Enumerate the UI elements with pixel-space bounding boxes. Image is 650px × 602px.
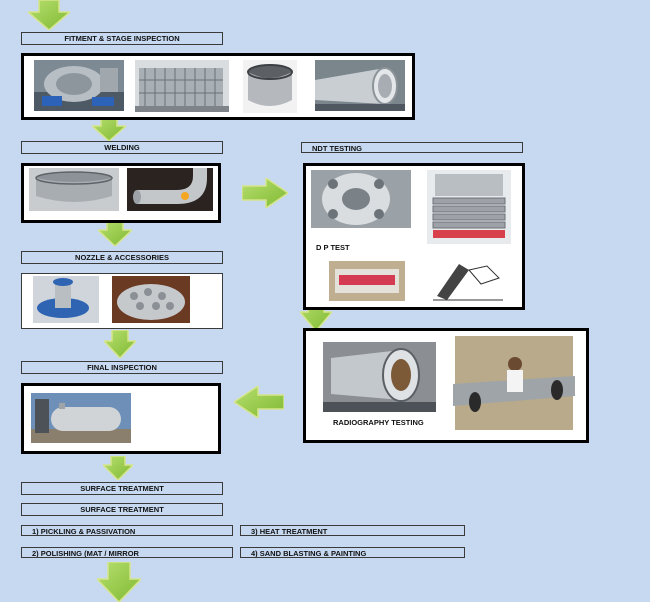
arrow-down-4 bbox=[103, 456, 133, 480]
arrow-down-3 bbox=[104, 330, 136, 358]
surface-treatment-label-2: SURFACE TREATMENT bbox=[21, 503, 223, 516]
dp-test-caption: D P TEST bbox=[316, 243, 350, 252]
final-inspection-label: FINAL INSPECTION bbox=[21, 361, 223, 374]
fitment-photo-1 bbox=[34, 60, 124, 111]
treatment-heat: 3) HEAT TREATMENT bbox=[240, 525, 465, 536]
nozzle-label: NOZZLE & ACCESSORIES bbox=[21, 251, 223, 264]
ndt-photo-bellows bbox=[427, 170, 511, 244]
radiography-caption: RADIOGRAPHY TESTING bbox=[333, 418, 424, 427]
arrow-down-bottom bbox=[97, 562, 141, 602]
fitment-photo-2 bbox=[135, 60, 229, 112]
ndt-photo-flange bbox=[311, 170, 411, 228]
welding-photo-2 bbox=[127, 168, 213, 211]
ndt-photo-diagram bbox=[429, 256, 507, 302]
radiography-photo-2 bbox=[453, 334, 575, 432]
ndt-photo-dp bbox=[329, 261, 405, 301]
nozzle-photo-2 bbox=[112, 276, 190, 323]
fitment-photo-4 bbox=[315, 60, 405, 111]
arrow-right bbox=[242, 178, 288, 208]
nozzle-photo-1 bbox=[33, 276, 99, 323]
arrow-left bbox=[234, 386, 284, 418]
ndt-label: NDT TESTING bbox=[301, 142, 523, 153]
surface-treatment-label-1: SURFACE TREATMENT bbox=[21, 482, 223, 495]
arrow-down-top bbox=[28, 0, 70, 30]
fitment-photo-3 bbox=[243, 60, 297, 113]
arrow-down-1 bbox=[92, 117, 126, 141]
treatment-pickling: 1) PICKLING & PASSIVATION bbox=[21, 525, 233, 536]
final-inspection-photo bbox=[31, 393, 131, 443]
fitment-label: FITMENT & STAGE INSPECTION bbox=[21, 32, 223, 45]
welding-label: WELDING bbox=[21, 141, 223, 154]
treatment-sand-blasting: 4) SAND BLASTING & PAINTING bbox=[240, 547, 465, 558]
radiography-photo-1 bbox=[323, 342, 436, 412]
treatment-polishing: 2) POLISHING (MAT / MIRROR bbox=[21, 547, 233, 558]
arrow-down-2 bbox=[98, 220, 132, 246]
welding-photo-1 bbox=[29, 168, 119, 211]
